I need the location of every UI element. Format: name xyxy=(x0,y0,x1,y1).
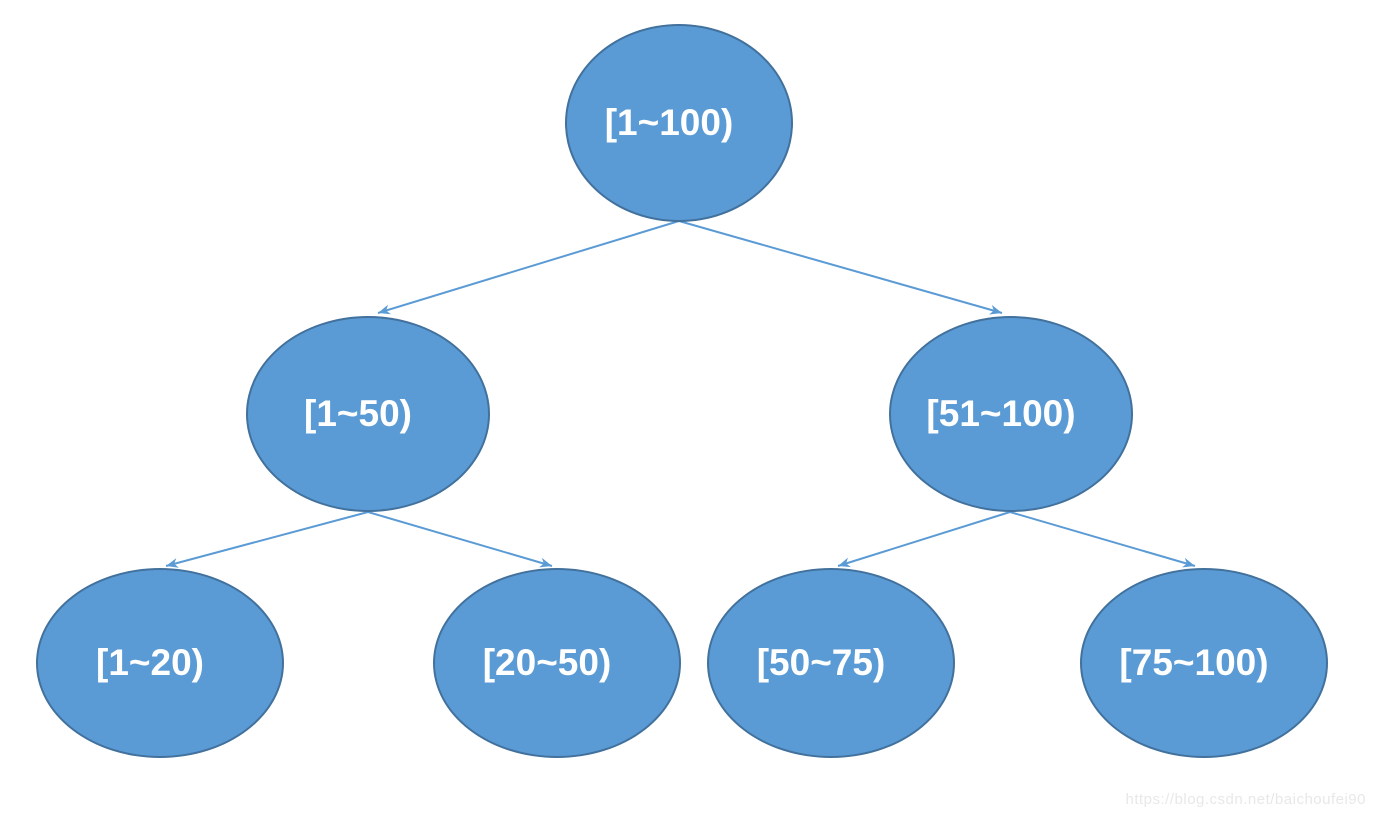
connector-left-to-leftleft xyxy=(165,511,369,568)
watermark-text: https://blog.csdn.net/baichoufei90 xyxy=(1125,791,1366,808)
tree-node-right-right: [75~100) xyxy=(1080,568,1328,758)
tree-node-left-left: [1~20) xyxy=(36,568,284,758)
connector-root-to-left xyxy=(377,220,680,315)
node-label: [1~100) xyxy=(604,102,734,143)
node-label: [50~75) xyxy=(756,642,886,683)
node-label: [20~50) xyxy=(482,642,612,683)
tree-node-root: [1~100) xyxy=(565,24,793,222)
connector-root-to-right xyxy=(678,220,1003,315)
node-label: [75~100) xyxy=(1119,642,1269,683)
connector-left-to-leftright xyxy=(367,511,553,568)
node-label: [1~20) xyxy=(96,642,204,683)
node-label: [51~100) xyxy=(926,393,1076,434)
tree-node-left: [1~50) xyxy=(246,316,490,512)
connector-right-to-rightleft xyxy=(837,511,1011,568)
tree-node-left-right: [20~50) xyxy=(433,568,681,758)
node-label: [1~50) xyxy=(304,393,412,434)
connector-right-to-rightright xyxy=(1009,511,1196,568)
tree-node-right: [51~100) xyxy=(889,316,1133,512)
tree-node-right-left: [50~75) xyxy=(707,568,955,758)
